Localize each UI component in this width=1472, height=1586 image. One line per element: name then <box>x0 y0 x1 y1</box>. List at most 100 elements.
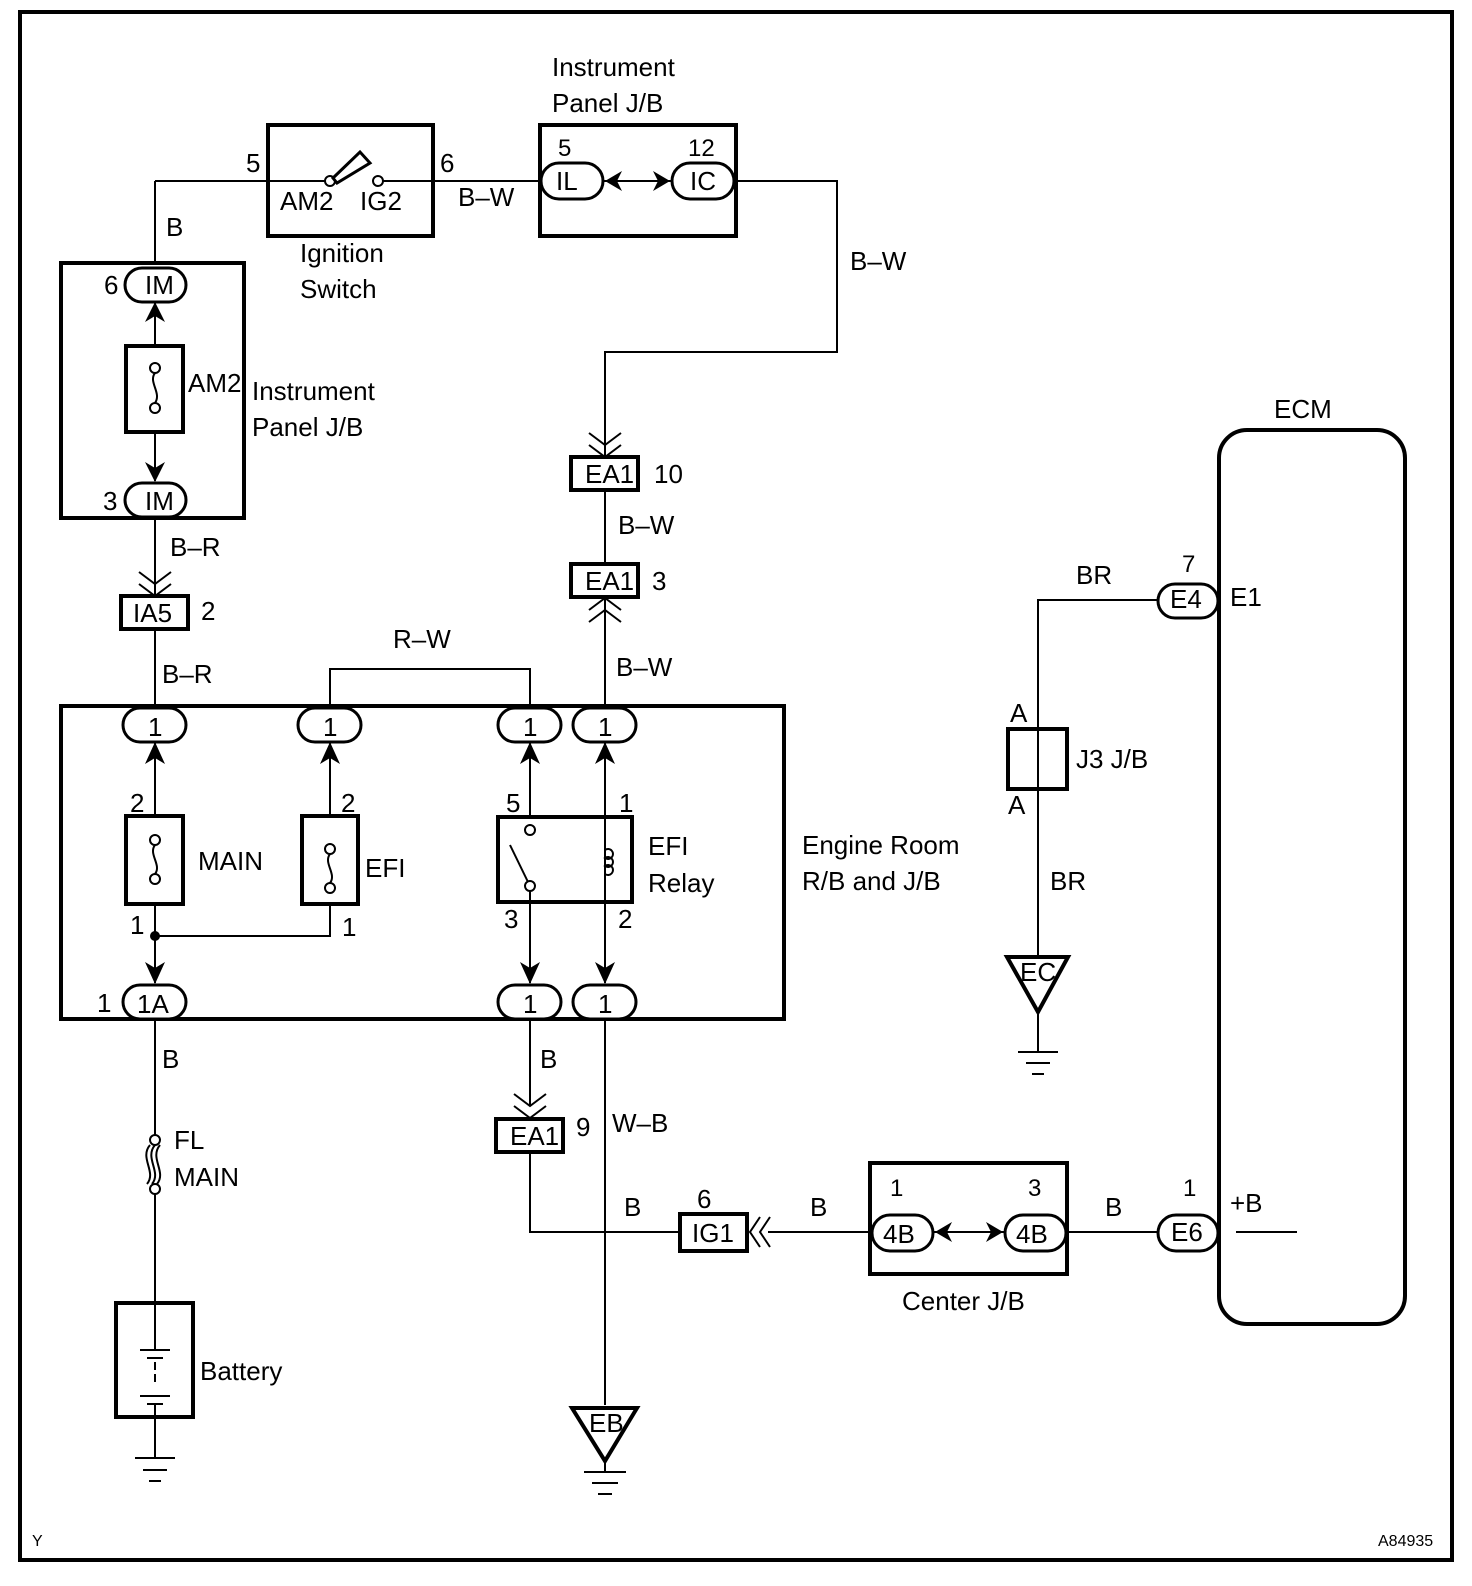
conn-label: IA5 <box>133 598 172 628</box>
connector-ig1: IG1 6 <box>678 1184 771 1253</box>
wire-label: B <box>162 1044 179 1074</box>
fusible-link-fl-main: FL MAIN <box>145 1125 239 1195</box>
pin-label: 3 <box>1028 1175 1041 1202</box>
pin-label: 6 <box>104 270 118 300</box>
conn-label: 1 <box>598 712 612 742</box>
diagram-frame <box>18 10 1454 1562</box>
connector-ic: IC <box>690 166 716 196</box>
pin-label: 5 <box>558 135 571 162</box>
pin-label: 5 <box>506 788 520 818</box>
connector-e4: E4 <box>1170 584 1202 614</box>
wire-label: B <box>540 1044 557 1074</box>
pin-label: 6 <box>697 1184 711 1214</box>
wire-label: B <box>166 212 183 242</box>
rb-title-1: Engine Room <box>802 830 960 860</box>
center-jb: 1 4B 3 4B Center J/B <box>868 1161 1069 1316</box>
connector-1a: 1A <box>137 989 169 1019</box>
center-jb-title: Center J/B <box>902 1286 1025 1316</box>
connector-ea1-10: EA1 10 <box>569 432 683 492</box>
connector-e6: E6 <box>1171 1217 1203 1247</box>
wire-label: BR <box>1076 560 1112 590</box>
pin-label: 1 <box>1183 1175 1196 1202</box>
pin-label: 2 <box>341 788 355 818</box>
figure-id: A84935 <box>1378 1533 1433 1550</box>
conn-label: IG1 <box>692 1218 734 1248</box>
pin-label: 1 <box>890 1175 903 1202</box>
wire-label: B <box>624 1192 641 1222</box>
pin-label: 1 <box>619 788 633 818</box>
connector-ia5: IA5 2 <box>119 571 215 631</box>
wire-label: R–W <box>393 624 451 654</box>
switch-pin-6: 6 <box>440 148 454 178</box>
switch-term-ig2: IG2 <box>360 186 402 216</box>
ground-ec-label: EC <box>1020 957 1056 987</box>
wire-label: B–R <box>170 532 221 562</box>
ipjb-top-title-2: Panel J/B <box>552 88 663 118</box>
corner-mark: Y <box>32 1533 43 1550</box>
connector-4b: 4B <box>1016 1219 1048 1249</box>
pin-label: 2 <box>130 788 144 818</box>
pin-label: A <box>1010 698 1028 728</box>
instrument-panel-jb-top: Instrument Panel J/B 5 IL 12 IC <box>538 52 738 238</box>
ecm: ECM E4 7 E1 E6 1 +B <box>1156 394 1407 1326</box>
connector-4b: 4B <box>883 1219 915 1249</box>
ecm-term-plus-b: +B <box>1230 1188 1263 1218</box>
pin-label: 1 <box>97 988 111 1018</box>
fuse-efi-label: EFI <box>365 853 405 883</box>
ipjb-left-title-1: Instrument <box>252 376 376 406</box>
pin-label: A <box>1008 790 1026 820</box>
wire-label: B–W <box>850 246 907 276</box>
ground-icon <box>135 1457 175 1482</box>
connector-im: IM <box>145 486 174 516</box>
ipjb-top-title-1: Instrument <box>552 52 676 82</box>
conn-label: 1 <box>523 712 537 742</box>
ecm-term-e1: E1 <box>1230 582 1262 612</box>
pin-label: 12 <box>688 135 715 162</box>
fuse-am2-label: AM2 <box>188 368 241 398</box>
ground-ec: EC <box>1003 955 1072 1075</box>
conn-label: 1 <box>323 712 337 742</box>
wire-label: B <box>810 1192 827 1222</box>
conn-label: 1 <box>598 989 612 1019</box>
j3-jb-label: J3 J/B <box>1076 744 1148 774</box>
ground-eb-label: EB <box>589 1408 624 1438</box>
ignition-switch: 5 6 AM2 IG2 Ignition Switch <box>155 123 740 304</box>
fl-main-label: MAIN <box>174 1162 239 1192</box>
conn-label: EA1 <box>585 566 634 596</box>
pin-label: 9 <box>576 1112 590 1142</box>
relay-label-2: Relay <box>648 868 714 898</box>
pin-label: 1 <box>342 912 356 942</box>
wire-label: B <box>1105 1192 1122 1222</box>
rb-title-2: R/B and J/B <box>802 866 941 896</box>
wire-label: W–B <box>612 1108 668 1138</box>
ipjb-left-title-2: Panel J/B <box>252 412 363 442</box>
wire-label: B–W <box>616 652 673 682</box>
wire-label: B–W <box>458 182 515 212</box>
pin-label: 3 <box>504 904 518 934</box>
pin-label: 10 <box>654 459 683 489</box>
conn-label: EA1 <box>585 459 634 489</box>
switch-term-am2: AM2 <box>280 186 333 216</box>
conn-label: 1 <box>148 712 162 742</box>
battery: Battery <box>114 1301 282 1457</box>
conn-label: EA1 <box>510 1121 559 1151</box>
engine-room-rb-jb: 1 1 1 1 2 1 MAIN 2 1 EFI <box>59 704 960 1021</box>
battery-label: Battery <box>200 1356 282 1386</box>
connector-il: IL <box>556 166 578 196</box>
pin-label: 3 <box>103 486 117 516</box>
pin-label: 2 <box>618 904 632 934</box>
j3-jb: A A J3 J/B <box>1006 698 1148 820</box>
wire-label: B–R <box>162 659 213 689</box>
connector-im: IM <box>145 270 174 300</box>
ground-eb: EB <box>568 1406 641 1495</box>
switch-title-2: Switch <box>300 274 377 304</box>
fl-label: FL <box>174 1125 204 1155</box>
instrument-panel-jb-left: 6 IM AM2 3 IM Instrument Panel J/B <box>59 181 376 520</box>
fuse-main-label: MAIN <box>198 846 263 876</box>
pin-label: 1 <box>130 910 144 940</box>
pin-label: 3 <box>652 566 666 596</box>
connector-ea1-3: EA1 3 <box>569 562 666 623</box>
wire-label: B–W <box>618 510 675 540</box>
ecm-title: ECM <box>1274 394 1332 424</box>
